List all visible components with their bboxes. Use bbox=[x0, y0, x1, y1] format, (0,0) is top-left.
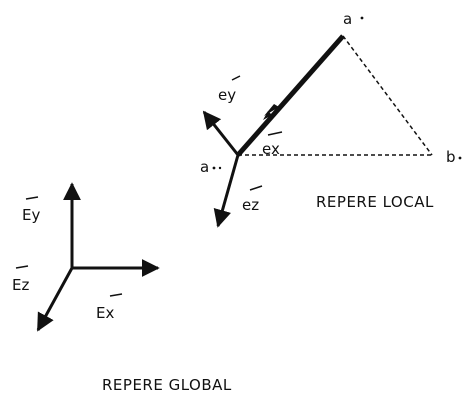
global-z-axis bbox=[36, 267, 74, 332]
local-frame: a a b ey ex ez REPERE LOCAL bbox=[200, 10, 462, 228]
local-y-label: ey bbox=[218, 75, 241, 104]
point-label-origin: a bbox=[200, 158, 209, 176]
local-z-label: ez bbox=[242, 185, 263, 214]
local-z-axis bbox=[213, 154, 240, 228]
local-x-arrowhead bbox=[263, 111, 272, 120]
local-x-arrow bbox=[264, 104, 279, 116]
svg-text:Ey: Ey bbox=[22, 206, 40, 224]
global-z-label: Ez bbox=[12, 265, 29, 294]
svg-text:ex: ex bbox=[262, 140, 280, 158]
global-frame: Ey Ez Ex REPERE GLOBAL bbox=[12, 182, 232, 394]
local-x-label: ex bbox=[262, 131, 283, 158]
svg-text:Ez: Ez bbox=[12, 276, 29, 294]
svg-text:ey: ey bbox=[218, 86, 236, 104]
triangle-side-top-to-b bbox=[342, 35, 433, 156]
svg-text:Ex: Ex bbox=[96, 304, 114, 322]
point-label-right: b bbox=[446, 148, 456, 166]
point-label-top: a bbox=[343, 10, 352, 28]
global-x-label: Ex bbox=[96, 293, 123, 322]
local-y-axis bbox=[202, 110, 240, 156]
svg-text:ez: ez bbox=[242, 196, 259, 214]
global-y-label: Ey bbox=[22, 196, 40, 224]
global-frame-caption: REPERE GLOBAL bbox=[102, 376, 232, 394]
local-frame-caption: REPERE LOCAL bbox=[316, 193, 434, 211]
local-x-axis bbox=[236, 34, 345, 157]
